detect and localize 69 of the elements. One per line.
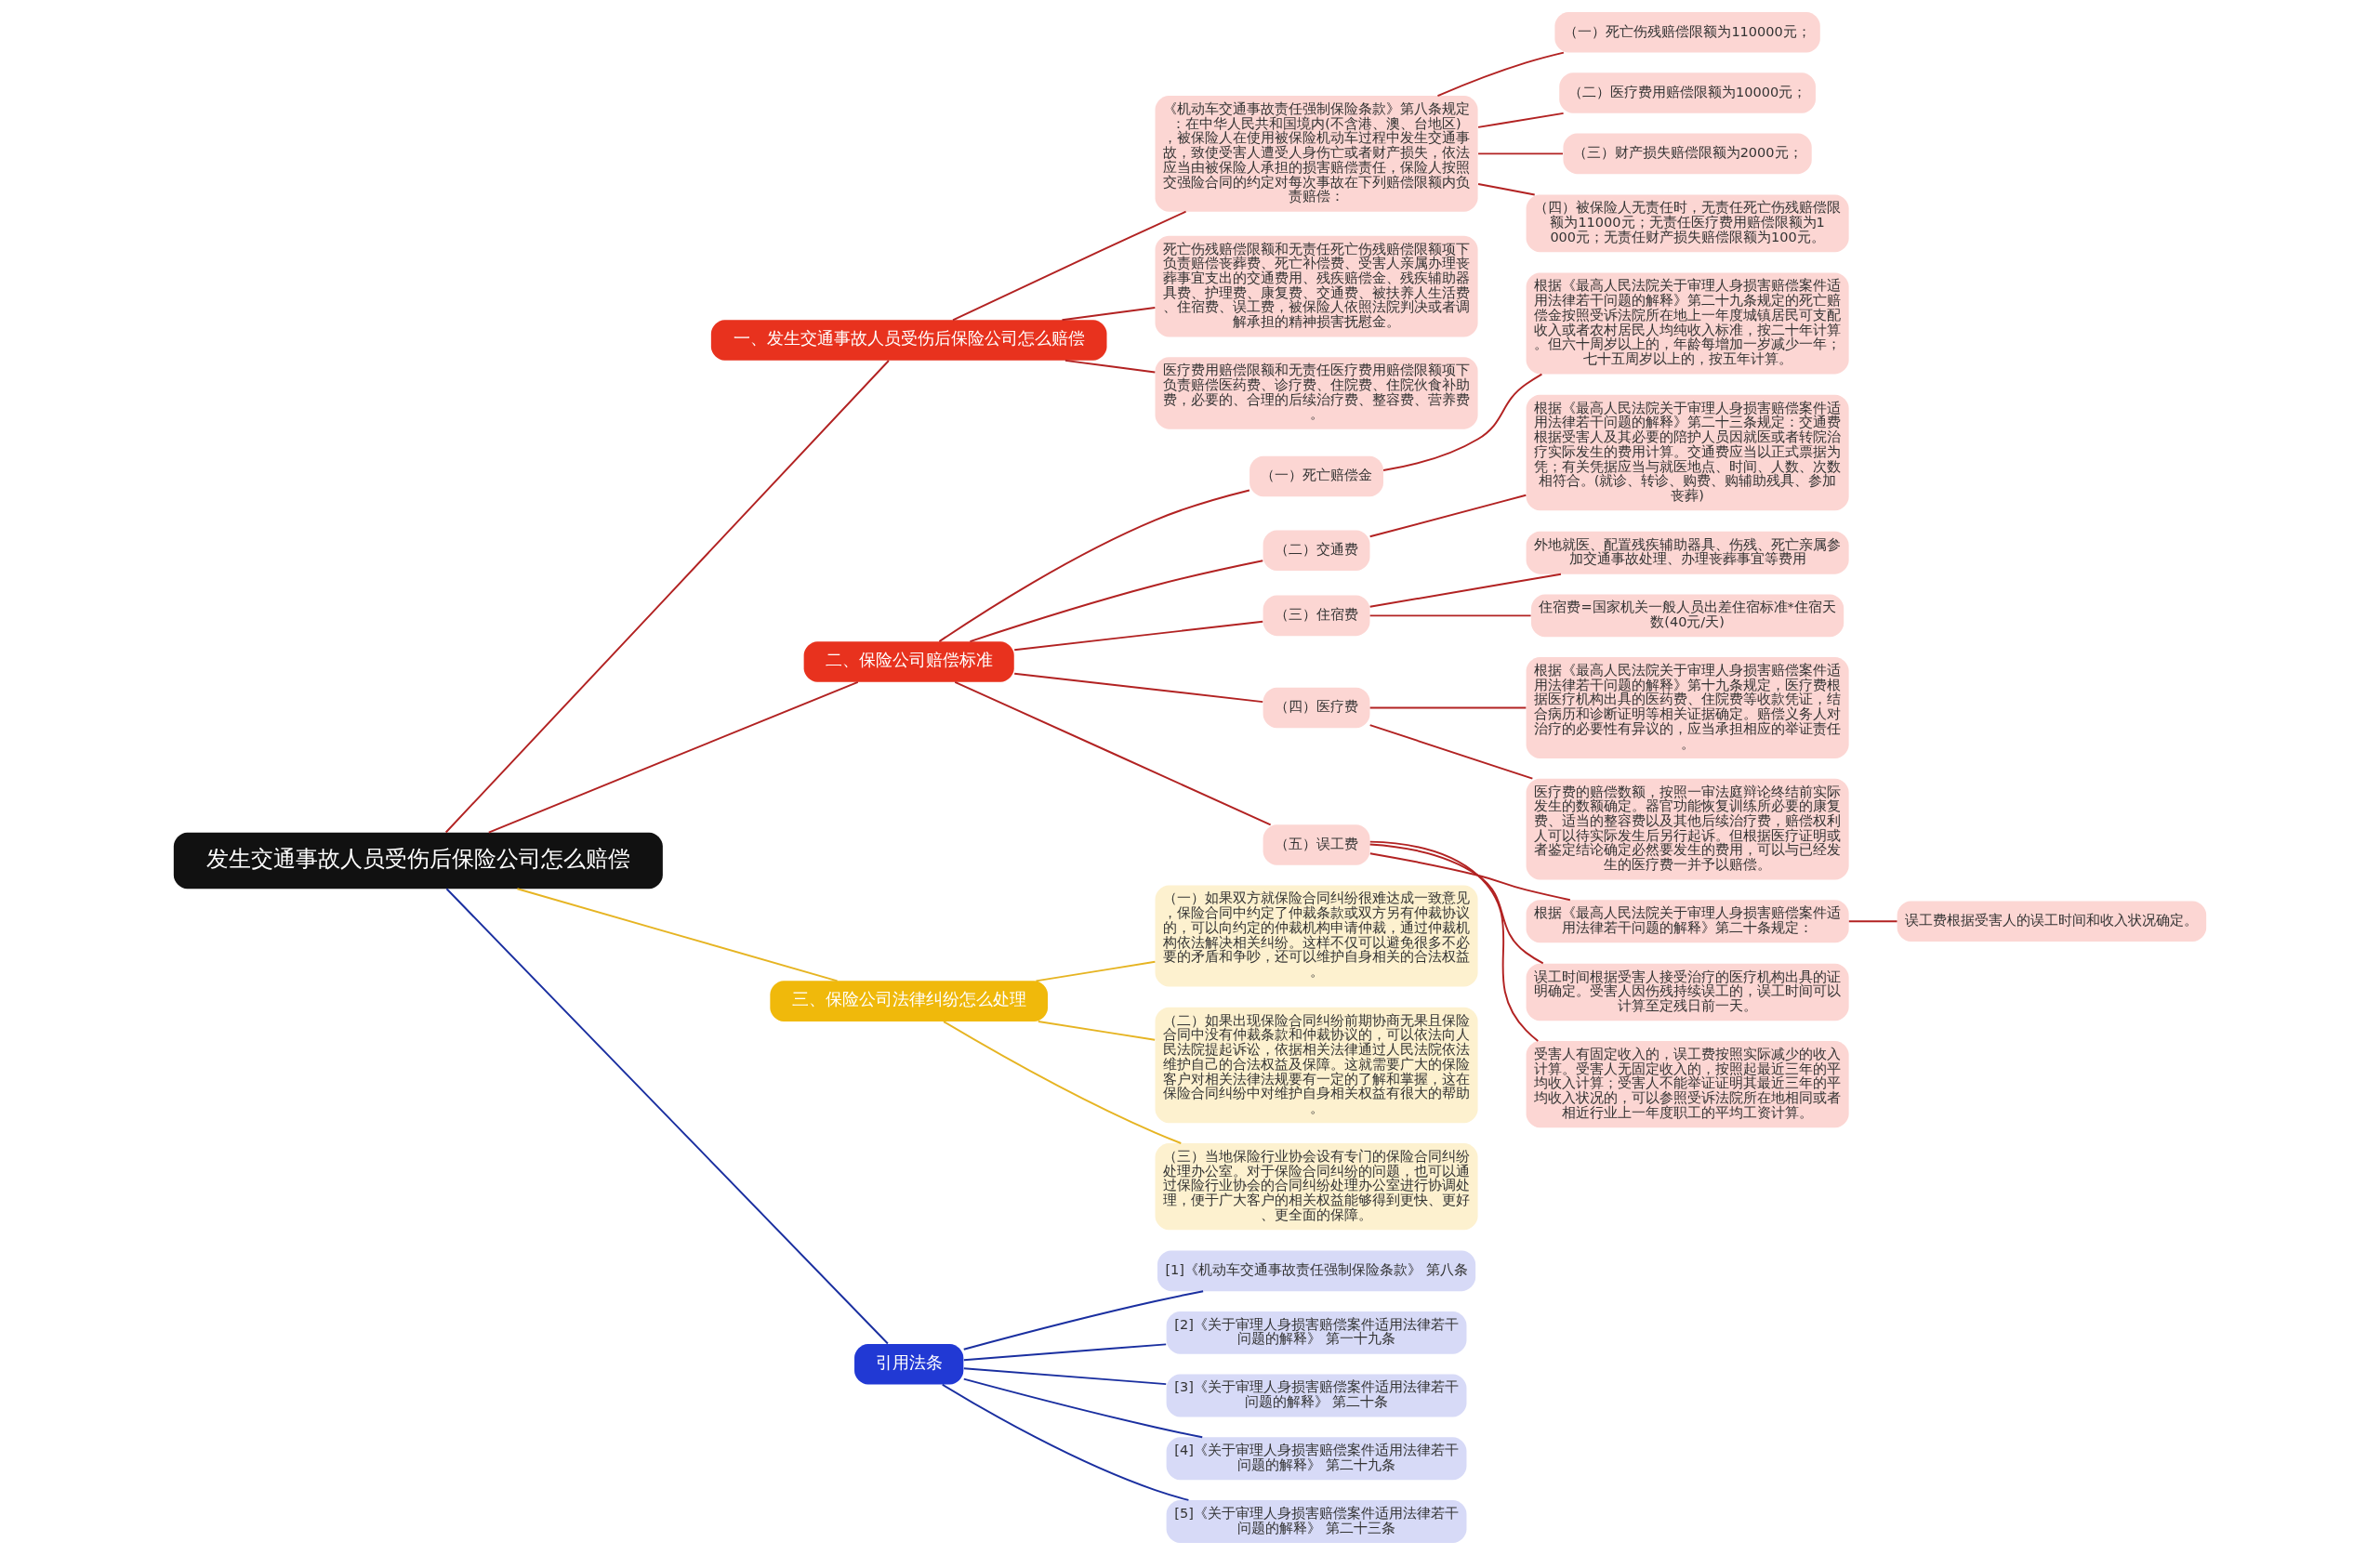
connector — [1477, 112, 1565, 128]
connector — [1061, 307, 1157, 322]
node-box: 受害人有固定收入的，误工费按照实际减少的收入计算。受害人无固定收入的，按照起最近三年的平均收入计算；受害人不能举证证明其最近三年的平均收入状况的，可以参照受诉法院所在地相同或者相近行业上一年度职工的平均工资计算。 — [1526, 1041, 1849, 1128]
node-box: 发生交通事故人员受伤后保险公司怎么赔偿 — [173, 832, 663, 890]
connector — [1477, 183, 1536, 196]
node-box: 误工时间根据受害人接受治疗的医疗机构出具的证明确定。受害人因伤残持续误工的，误工时间可以计算至定残日前一天。 — [1526, 963, 1849, 1021]
node-box: 误工费根据受害人的误工时间和收入状况确定。 — [1897, 901, 2207, 942]
connector — [1037, 1021, 1157, 1041]
node-box: 医疗费的赔偿数额，按照一审法庭辩论终结前实际发生的数额确定。器官功能恢复训练所必要的康复费、适当的整容费以及其他后续治疗费，赔偿权利人可以待实际发生后另行起诉。但根据医疗证明或者鉴定结论确定必然要发生的费用，可以与已经发生的医疗费一并予以赔偿。 — [1526, 778, 1849, 880]
node-box: 根据《最高人民法院关于审理人身损害赔偿案件适用法律若干问题的解释》第十九条规定，医疗费根据医疗机构出具的医药费、住院费等收款凭证，结合病历和诊断证明等相关证据确定。赔偿义务人对治疗的必要性有异议的，应当承担相应的举证责任。 — [1526, 657, 1849, 758]
connector — [969, 560, 1264, 643]
connector — [962, 1343, 1168, 1362]
connector — [962, 1367, 1168, 1386]
connector — [938, 489, 1250, 643]
node-box: 医疗费用赔偿限额和无责任医疗费用赔偿限额项下负责赔偿医药费、诊疗费、住院费、住院伙食补助费，必要的、合理的后续治疗费、整容费、营养费。 — [1155, 357, 1478, 429]
connector — [1368, 573, 1562, 608]
connector — [1368, 840, 1540, 1042]
connector — [444, 360, 890, 834]
node-box: 死亡伤残赔偿限额和无责任死亡伤残赔偿限额项下负责赔偿丧葬费、死亡补偿费、受害人亲属办理丧葬事宜支出的交通费用、残疾赔偿金、残疾辅助器具费、护理费、康复费、交通费、被扶养人生活费、住宿费、误工费，被保险人依照法院判决或者调解承担的精神损害抚慰金。 — [1155, 235, 1478, 337]
node-box: [4]《关于审理人身损害赔偿案件适用法律若干问题的解释》 第二十九条 — [1166, 1437, 1467, 1481]
node-box: 引用法条 — [854, 1343, 964, 1385]
connector — [1477, 152, 1564, 155]
node-box: [1]《机动车交通事故责任强制保险条款》 第八条 — [1157, 1250, 1476, 1292]
node-box: 根据《最高人民法院关于审理人身损害赔偿案件适用法律若干问题的解释》第二十条规定： — [1526, 900, 1849, 943]
node-box: （三）财产损失赔偿限额为2000元； — [1563, 133, 1812, 175]
node-box: 二、保险公司赔偿标准 — [803, 641, 1014, 682]
node-box: （四）被保险人无责任时，无责任死亡伤残赔偿限额为11000元；无责任医疗费用赔偿限额为1000元；无责任财产损失赔偿限额为100元。 — [1526, 194, 1849, 253]
node-box: （三）当地保险行业协会设有专门的保险合同纠纷处理办公室。对于保险合同纠纷的问题，也可以通过保险行业协会的合同纠纷处理办公室进行协调处理，便于广大客户的相关权益能够得到更快、更好、更全面的保障。 — [1155, 1143, 1478, 1231]
connector — [516, 888, 839, 982]
connector — [1368, 614, 1532, 617]
node-box: 《机动车交通事故责任强制保险条款》第八条规定：在中华人民共和国境内(不含港、澳、台地区)，被保险人在使用被保险机动车过程中发生交通事故，致使受害人遭受人身伤亡或者财产损失，依法应当由被保险人承担的损害赔偿责任，保险人按照交强险合同的约定对每次事故在下列赔偿限额内负责赔偿： — [1155, 96, 1478, 212]
node-box: （四）医疗费 — [1263, 687, 1370, 729]
node-box: [3]《关于审理人身损害赔偿案件适用法律若干问题的解释》 第二十条 — [1166, 1374, 1467, 1417]
node-box: （一）死亡伤残赔偿限额为110000元； — [1554, 12, 1820, 53]
node-box: （二）医疗费用赔偿限额为10000元； — [1559, 72, 1816, 113]
connector — [954, 680, 1272, 826]
node-box: （一）如果双方就保险合同纠纷很难达成一致意见，保险合同中约定了仲裁条款或双方另有仲裁协议的，可以向约定的仲裁机构申请仲裁，通过仲裁机构依法解决相关纠纷。这样不仅可以避免很多不必要的矛盾和争吵，还可以维护自身相关的合法权益。 — [1155, 885, 1478, 987]
connector — [941, 1383, 1190, 1501]
connector — [1035, 960, 1157, 982]
connector — [1064, 359, 1157, 374]
node-box: 住宿费=国家机关一般人员出差住宿标准*住宿天数(40元/天) — [1531, 594, 1844, 638]
node-box: （五）误工费 — [1263, 824, 1370, 865]
node-box: （一）死亡赔偿金 — [1250, 455, 1383, 497]
connector — [487, 680, 859, 834]
connector — [1436, 51, 1565, 98]
connector — [1368, 706, 1527, 709]
node-box: 外地就医、配置残疾辅助器具、伤残、死亡亲属参加交通事故处理、办理丧葬事宜等费用 — [1526, 531, 1849, 574]
connector — [1368, 494, 1527, 538]
connector — [943, 1021, 1183, 1144]
connector — [1368, 843, 1544, 965]
node-box: 三、保险公司法律纠纷怎么处理 — [770, 981, 1049, 1021]
node-box: [2]《关于审理人身损害赔偿案件适用法律若干问题的解释》 第一十九条 — [1166, 1311, 1467, 1354]
connector — [1382, 373, 1543, 472]
connector — [1368, 852, 1571, 902]
connector — [962, 1290, 1205, 1351]
connector — [1013, 620, 1264, 652]
node-box: [5]《关于审理人身损害赔偿案件适用法律若干问题的解释》 第二十三条 — [1166, 1500, 1467, 1543]
node-box: （二）交通费 — [1263, 530, 1370, 571]
connector — [445, 888, 889, 1345]
node-box: （二）如果出现保险合同纠纷前期协商无果且保险合同中没有仲裁条款和仲裁协议的，可以依法向人民法院提起诉讼，依据相关法律通过人民法院依法维护自己的合法权益及保障。这就需要广大的保险客户对相关法律法规要有一定的了解和掌握，这在保险合同纠纷中对维护自身相关权益有很大的帮助。 — [1155, 1007, 1478, 1124]
node-box: 根据《最高人民法院关于审理人身损害赔偿案件适用法律若干问题的解释》第二十三条规定：交通费根据受害人及其必要的陪护人员因就医或者转院治疗实际发生的费用计算。交通费应当以正式票据为凭；有关凭据应当与就医地点、时间、人数、次数相符合。(就诊、转诊、购费、购辅助残具、参加丧葬) — [1526, 394, 1849, 511]
connector — [1013, 672, 1264, 704]
connector — [962, 1377, 1204, 1439]
node-box: （三）住宿费 — [1263, 595, 1370, 637]
connector — [1368, 724, 1534, 780]
node-box: 一、发生交通事故人员受伤后保险公司怎么赔偿 — [710, 320, 1107, 361]
connector — [952, 210, 1187, 322]
connector — [1847, 920, 1898, 923]
node-box: 根据《最高人民法院关于审理人身损害赔偿案件适用法律若干问题的解释》第二十九条规定的死亡赔偿金按照受诉法院所在地上一年度城镇居民可支配收入或者农村居民人均纯收入标准，按二十年计算。但六十周岁以上的，年龄每增加一岁减少一年；七十五周岁以上的，按五年计算。 — [1526, 272, 1849, 375]
